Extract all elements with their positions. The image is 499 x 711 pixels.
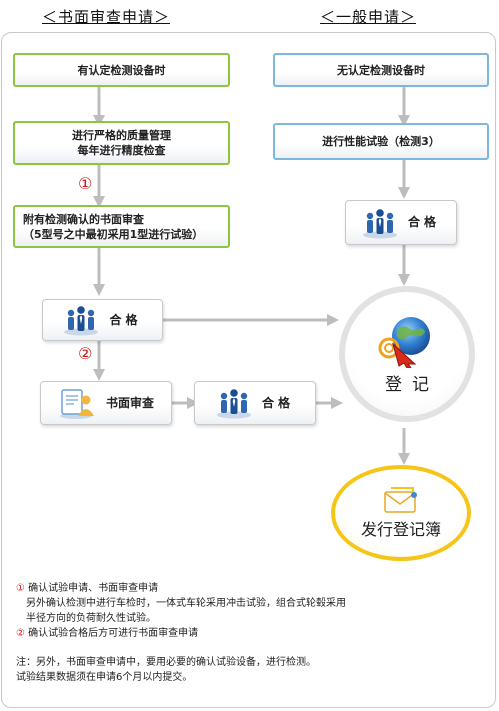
register-circle: 登记 bbox=[339, 286, 475, 422]
issue-register-label: 发行登记簿 bbox=[360, 520, 441, 539]
note-1-title: 确认试验申请、书面审查申请 bbox=[28, 583, 159, 594]
footer-note-1: 注：另外，书面审查申请中，要用必要的确认试验设备，进行检测。 bbox=[16, 657, 316, 668]
step-quality-management: 进行严格的质量管理 每年进行精度检查 bbox=[13, 121, 230, 165]
register-label: 登记 bbox=[385, 374, 439, 395]
marker-1: ① bbox=[78, 174, 93, 193]
globe-cursor-icon bbox=[378, 316, 430, 368]
people-group-icon bbox=[216, 389, 251, 419]
issue-register-circle: 发行登记簿 bbox=[331, 465, 471, 561]
diagram-frame bbox=[1, 32, 496, 708]
note-1-marker: ① bbox=[16, 583, 25, 594]
step-quality-management-line1: 进行严格的质量管理 bbox=[72, 129, 171, 142]
notes-spacer bbox=[16, 641, 346, 655]
marker-2: ② bbox=[78, 344, 93, 363]
envelope-icon bbox=[384, 487, 417, 513]
right-pass-label: 合格 bbox=[407, 215, 440, 229]
note-1-line1: 另外确认检测中进行车检时，一体式车轮采用冲击试验，组合式轮毂采用 bbox=[26, 598, 346, 609]
review-pass-label: 合格 bbox=[261, 395, 294, 410]
written-review-box: 书面审查 bbox=[40, 381, 172, 425]
note-2-text: 确认试验合格后方可进行书面审查申请 bbox=[28, 628, 199, 639]
left-pass-label: 合格 bbox=[109, 312, 142, 327]
heading-written-review: ＜书面审查申请＞ bbox=[42, 8, 171, 26]
note-1-line2: 半径方向的负荷耐久性试验。 bbox=[26, 613, 156, 624]
step-written-review-with-inspection: 附有检测确认的书面审查 （5型号之中最初采用1型进行试验） bbox=[13, 205, 230, 248]
note-2-marker: ② bbox=[16, 628, 25, 639]
note-1-title-row: ① 确认试验申请、书面审查申请 bbox=[16, 581, 346, 596]
step-has-certified-equipment-label: 有认定检测设备时 bbox=[77, 63, 166, 77]
heading-general-application: ＜一般申请＞ bbox=[320, 8, 417, 26]
notes-section: ① 确认试验申请、书面审查申请 另外确认检测中进行车检时，一体式车轮采用冲击试验… bbox=[16, 581, 346, 685]
note-2-row: ② 确认试验合格后方可进行书面审查申请 bbox=[16, 626, 346, 641]
left-pass-box: 合格 bbox=[42, 299, 163, 341]
step-no-certified-equipment: 无认定检测设备时 bbox=[273, 53, 489, 87]
step-quality-management-line2: 每年进行精度检查 bbox=[77, 144, 166, 157]
right-pass-box: 合格 bbox=[345, 200, 457, 245]
people-group-icon bbox=[64, 306, 99, 336]
step-performance-test: 进行性能试验（检测3） bbox=[273, 123, 489, 160]
written-review-label: 书面审查 bbox=[105, 395, 154, 410]
step-written-review-line1: 附有检测确认的书面审查 bbox=[23, 212, 144, 226]
step-has-certified-equipment: 有认定检测设备时 bbox=[13, 53, 230, 87]
review-pass-box: 合格 bbox=[194, 381, 316, 425]
footer-note-2: 试验结果数据须在申请6个月以内提交。 bbox=[16, 672, 193, 683]
people-group-icon bbox=[362, 208, 397, 238]
step-written-review-line2: （5型号之中最初采用1型进行试验） bbox=[23, 227, 204, 241]
step-performance-test-label: 进行性能试验（检测3） bbox=[322, 135, 440, 148]
document-person-icon bbox=[59, 389, 94, 419]
step-no-certified-equipment-label: 无认定检测设备时 bbox=[337, 63, 425, 77]
